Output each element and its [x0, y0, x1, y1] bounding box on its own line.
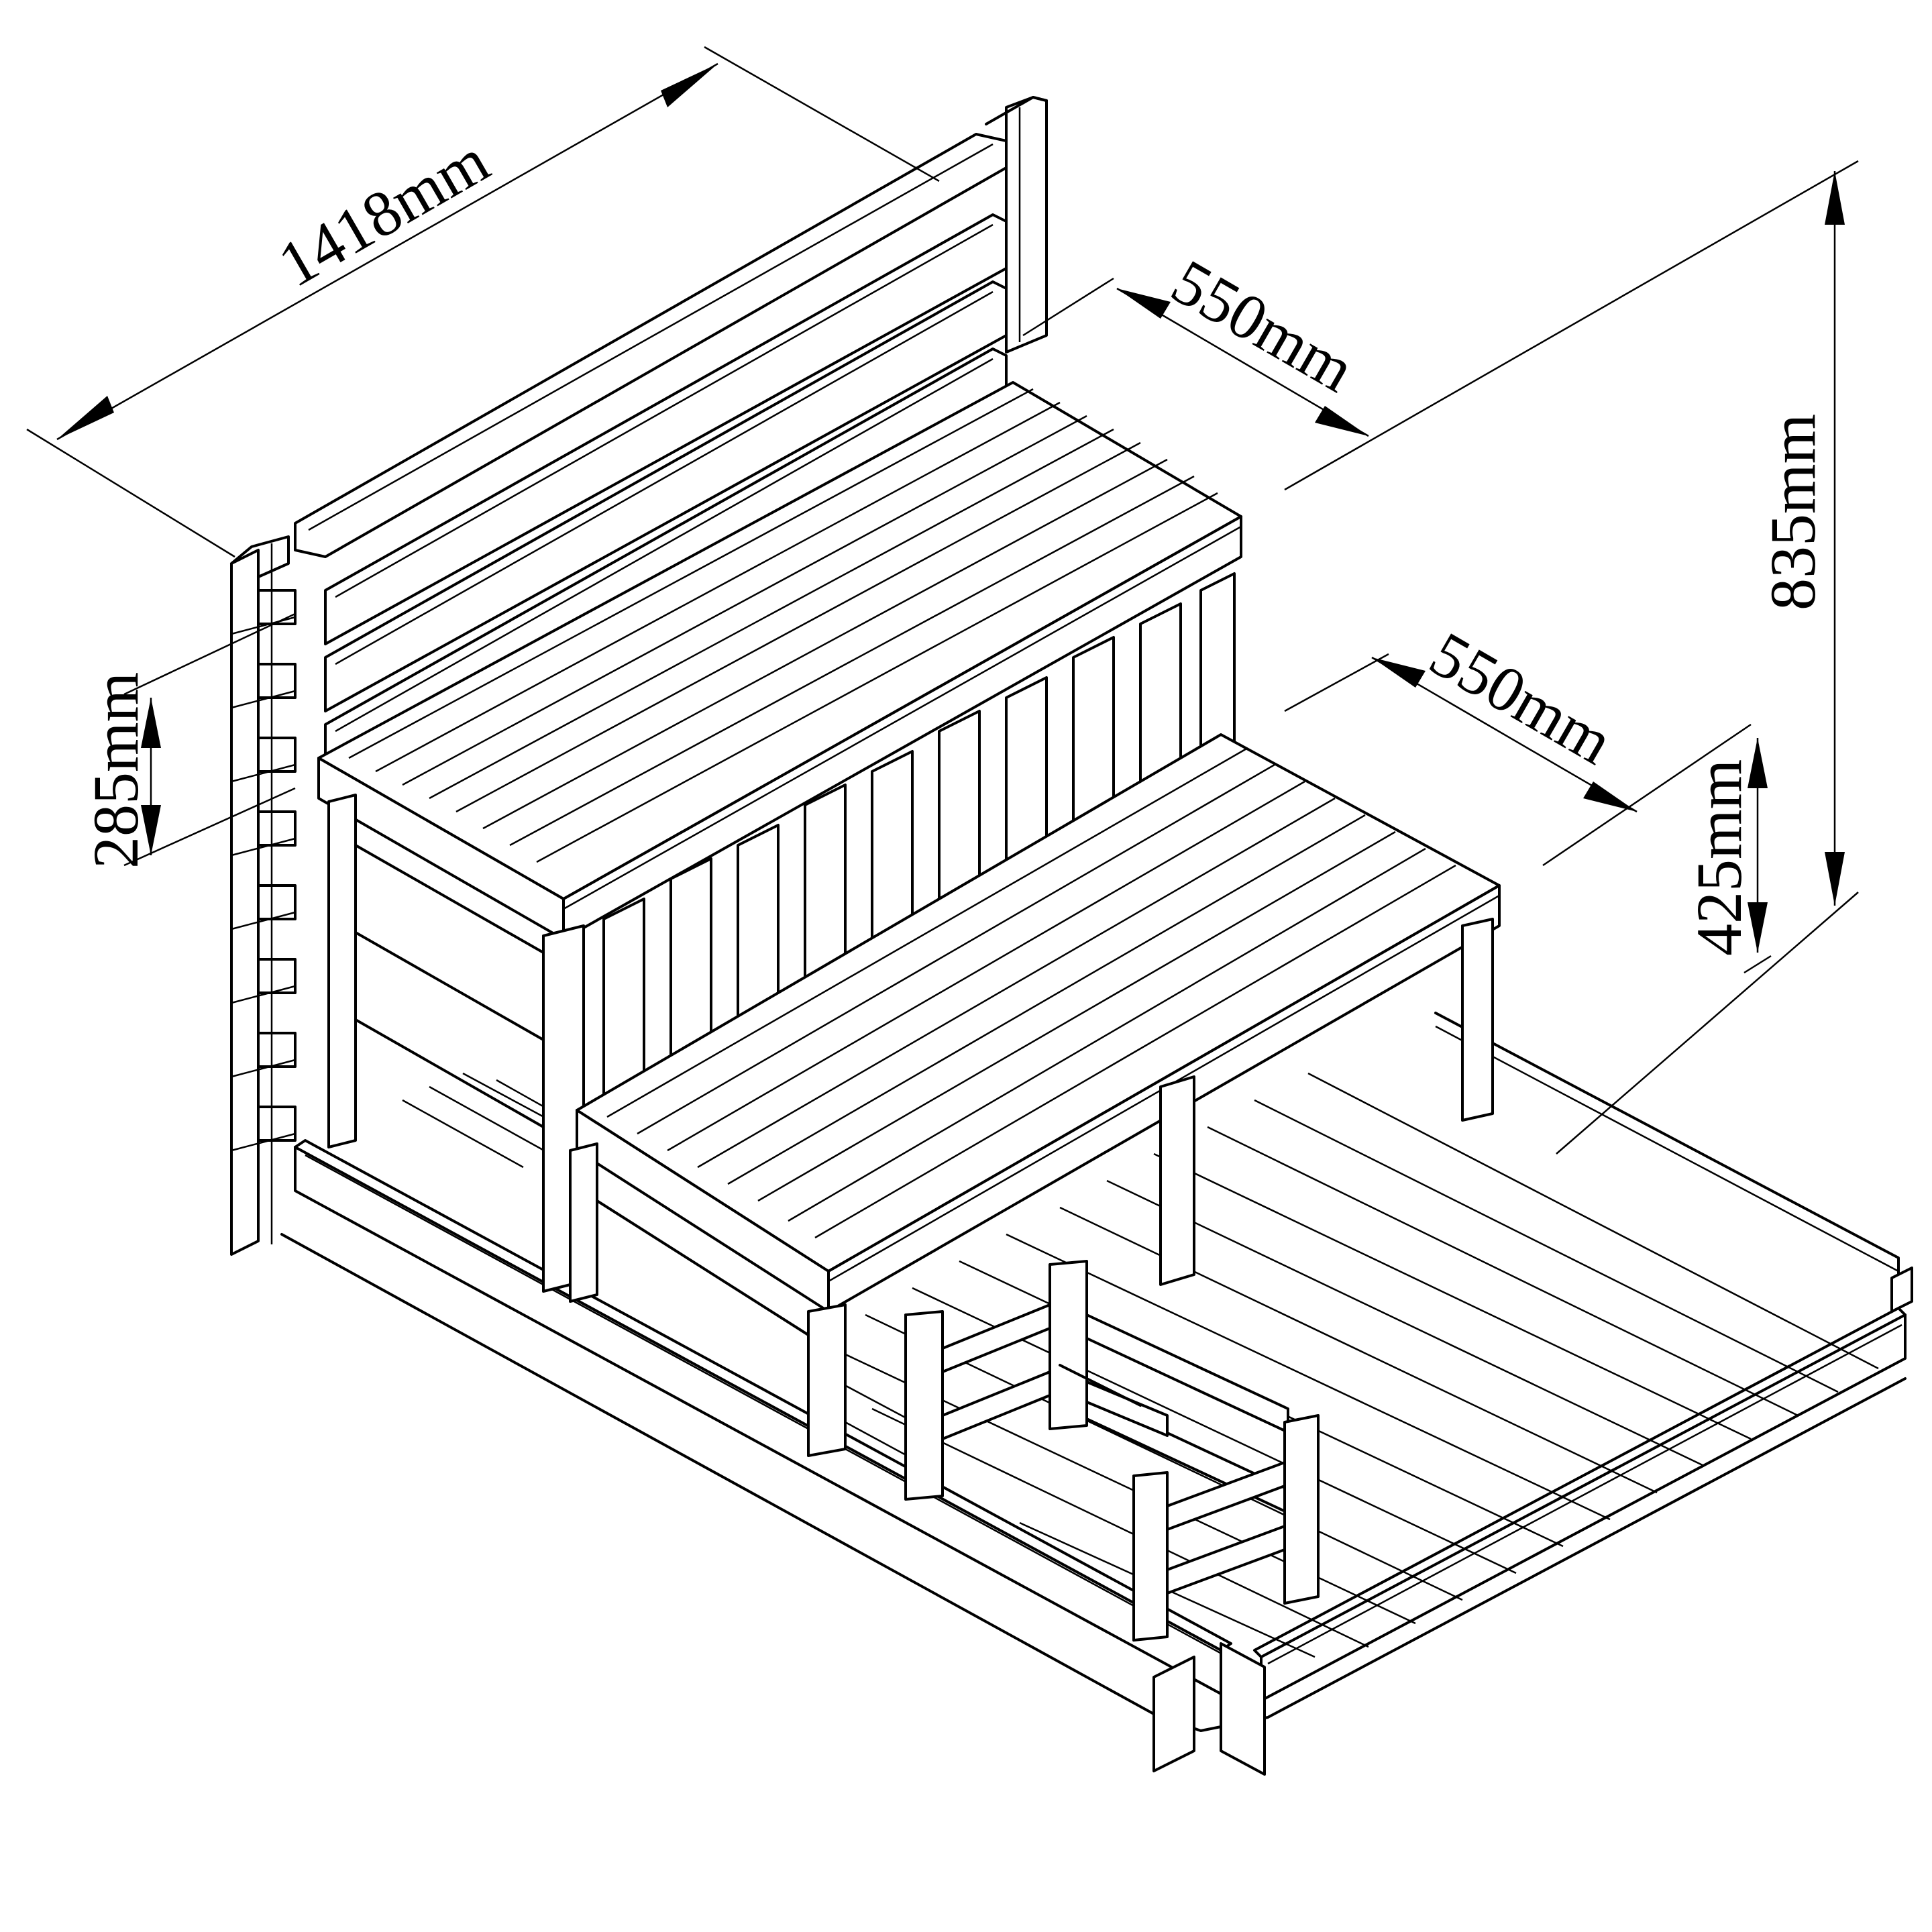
dimension-backrest-height: 285mm	[80, 612, 296, 869]
dimension-label-height: 835mm	[1757, 414, 1829, 610]
dimension-lower-height: 425mm	[1542, 723, 1772, 974]
dimension-lower-depth: 550mm	[1284, 618, 1638, 813]
chair-frames	[904, 1260, 1320, 1642]
dimension-label-upper-depth: 550mm	[1161, 246, 1367, 406]
base-frame	[280, 1012, 1913, 1776]
lower-bench	[569, 733, 1501, 1457]
back-wall	[230, 96, 1048, 1256]
dimension-label-length: 1418mm	[266, 124, 500, 301]
dimension-label-backrest: 285mm	[80, 672, 152, 869]
dimension-upper-depth: 550mm	[1022, 246, 1369, 437]
dimension-label-lower-height: 425mm	[1683, 759, 1755, 956]
dimension-label-lower-depth: 550mm	[1419, 618, 1625, 778]
dimension-overall-height: 835mm	[1284, 160, 1859, 1155]
